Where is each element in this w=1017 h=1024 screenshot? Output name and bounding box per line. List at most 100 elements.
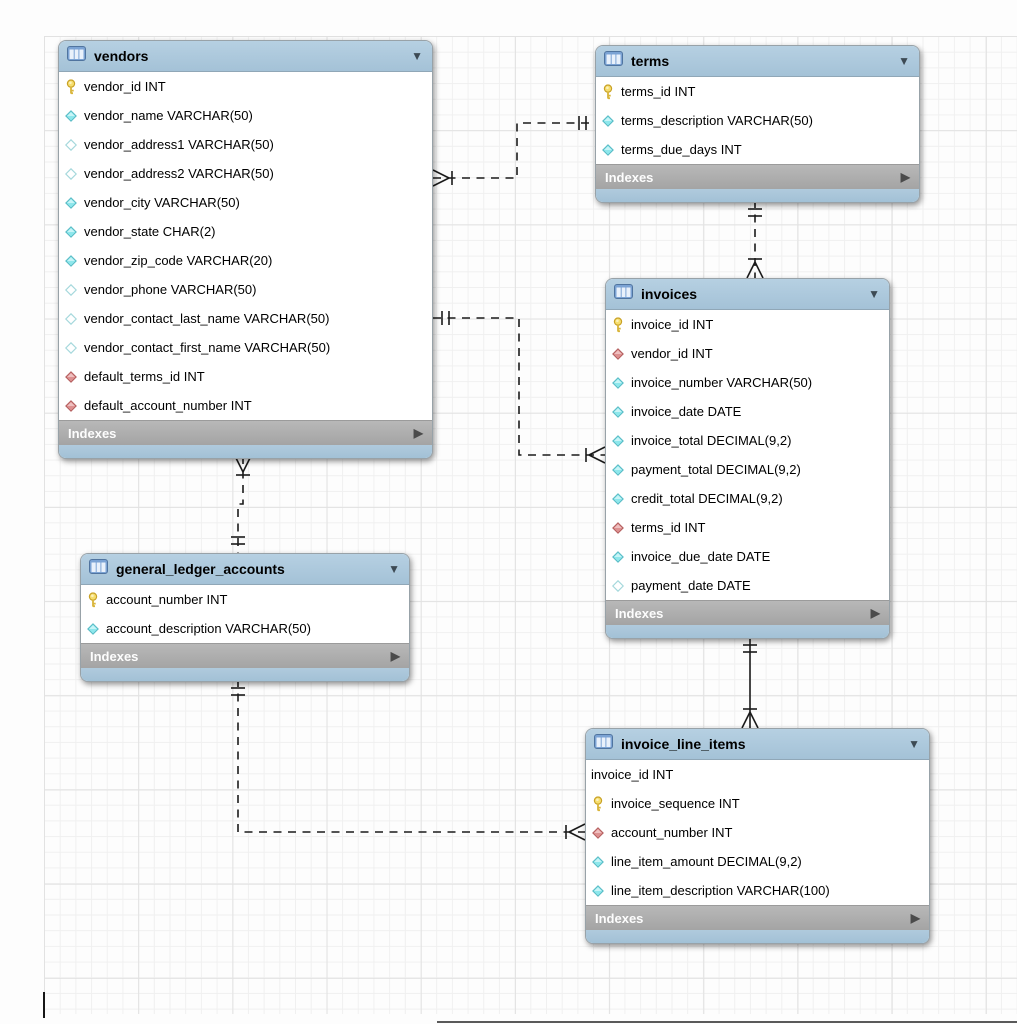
- table-general_ledger_accounts[interactable]: general_ledger_accounts ▼ account_number I…: [80, 553, 410, 682]
- expand-arrow-icon[interactable]: ▶: [910, 911, 920, 925]
- column-row[interactable]: line_item_amount DECIMAL(9,2): [586, 847, 929, 876]
- column-definition: vendor_address2 VARCHAR(50): [84, 166, 274, 181]
- column-row[interactable]: default_account_number INT: [59, 391, 432, 420]
- table-header[interactable]: invoices▼: [606, 279, 889, 310]
- column-row[interactable]: vendor_phone VARCHAR(50): [59, 275, 432, 304]
- collapse-arrow-icon[interactable]: ▼: [411, 49, 423, 63]
- column-row[interactable]: vendor_contact_last_name VARCHAR(50): [59, 304, 432, 333]
- table-header[interactable]: general_ledger_accounts ▼: [81, 554, 409, 585]
- column-row[interactable]: invoice_id INT: [606, 310, 889, 339]
- indexes-section[interactable]: Indexes▶: [81, 643, 409, 668]
- column-definition: vendor_id INT: [631, 346, 713, 361]
- table-icon: [604, 51, 623, 71]
- foreign-key-icon: [611, 520, 625, 536]
- column-row[interactable]: vendor_state CHAR(2): [59, 217, 432, 246]
- foreign-key-icon: [611, 346, 625, 362]
- relationship-line[interactable]: [237, 679, 585, 833]
- diamond-icon: [601, 113, 615, 129]
- diamond-icon: [64, 253, 78, 269]
- table-icon: [614, 284, 633, 304]
- column-row[interactable]: line_item_description VARCHAR(100): [586, 876, 929, 905]
- column-row[interactable]: account_number INT: [81, 585, 409, 614]
- column-row[interactable]: vendor_city VARCHAR(50): [59, 188, 432, 217]
- columns-list: invoice_id INT vendor_id INT invoice_numbe…: [606, 310, 889, 600]
- indexes-label: Indexes: [595, 910, 644, 926]
- table-footer-strip: [586, 930, 929, 943]
- collapse-arrow-icon[interactable]: ▼: [908, 737, 920, 751]
- columns-list: vendor_id INT vendor_name VARCHAR(50) vend…: [59, 72, 432, 420]
- diamond-open-icon: [64, 282, 78, 298]
- column-row[interactable]: terms_due_days INT: [596, 135, 919, 164]
- diamond-open-icon: [611, 578, 625, 594]
- column-row[interactable]: vendor_name VARCHAR(50): [59, 101, 432, 130]
- column-definition: vendor_contact_first_name VARCHAR(50): [84, 340, 331, 355]
- cardinality-marker: [568, 823, 586, 833]
- indexes-section[interactable]: Indexes▶: [596, 164, 919, 189]
- column-definition: terms_id INT: [621, 84, 696, 99]
- expand-arrow-icon[interactable]: ▶: [390, 649, 400, 663]
- expand-arrow-icon[interactable]: ▶: [413, 426, 423, 440]
- column-row[interactable]: invoice_due_date DATE: [606, 542, 889, 571]
- column-row[interactable]: payment_total DECIMAL(9,2): [606, 455, 889, 484]
- column-definition: line_item_description VARCHAR(100): [611, 883, 830, 898]
- diamond-open-icon: [64, 166, 78, 182]
- column-row[interactable]: vendor_id INT: [606, 339, 889, 368]
- diamond-icon: [601, 142, 615, 158]
- column-row[interactable]: invoice_sequence INT: [586, 789, 929, 818]
- columns-list: account_number INT account_description VA…: [81, 585, 409, 643]
- diamond-icon: [611, 491, 625, 507]
- column-row[interactable]: vendor_address2 VARCHAR(50): [59, 159, 432, 188]
- table-title: general_ledger_accounts: [116, 561, 285, 577]
- expand-arrow-icon[interactable]: ▶: [900, 170, 910, 184]
- indexes-label: Indexes: [615, 605, 664, 621]
- table-terms[interactable]: terms▼ terms_id INT terms_description VARC…: [595, 45, 920, 203]
- table-header[interactable]: terms▼: [596, 46, 919, 77]
- table-footer-strip: [606, 625, 889, 638]
- column-row[interactable]: default_terms_id INT: [59, 362, 432, 391]
- column-definition: terms_id INT: [631, 520, 706, 535]
- relationship-line[interactable]: [433, 122, 595, 179]
- column-row[interactable]: invoice_number VARCHAR(50): [606, 368, 889, 397]
- indexes-section[interactable]: Indexes ▶: [606, 600, 889, 625]
- column-row[interactable]: invoice_id INT: [586, 760, 929, 789]
- relationship-line[interactable]: [237, 456, 244, 553]
- key-icon: [591, 795, 605, 812]
- column-row[interactable]: credit_total DECIMAL(9,2): [606, 484, 889, 513]
- column-row[interactable]: invoice_date DATE: [606, 397, 889, 426]
- expand-arrow-icon[interactable]: ▶: [870, 606, 880, 620]
- column-definition: account_description VARCHAR(50): [106, 621, 311, 636]
- cardinality-marker: [588, 446, 606, 456]
- column-row[interactable]: terms_description VARCHAR(50): [596, 106, 919, 135]
- column-definition: terms_due_days INT: [621, 142, 742, 157]
- cardinality-marker: [754, 261, 764, 279]
- table-vendors[interactable]: vendors▼vendor_id INT vendor_name VARCHAR…: [58, 40, 433, 459]
- column-row[interactable]: vendor_address1 VARCHAR(50): [59, 130, 432, 159]
- table-header[interactable]: invoice_line_items▼: [586, 729, 929, 760]
- column-definition: payment_date DATE: [631, 578, 751, 593]
- column-definition: vendor_name VARCHAR(50): [84, 108, 253, 123]
- column-row[interactable]: account_description VARCHAR(50): [81, 614, 409, 643]
- column-row[interactable]: terms_id INT: [606, 513, 889, 542]
- collapse-arrow-icon[interactable]: ▼: [388, 562, 400, 576]
- column-definition: terms_description VARCHAR(50): [621, 113, 813, 128]
- table-header[interactable]: vendors▼: [59, 41, 432, 72]
- indexes-section[interactable]: Indexes ▶: [586, 905, 929, 930]
- indexes-section[interactable]: Indexes▶: [59, 420, 432, 445]
- column-definition: invoice_number VARCHAR(50): [631, 375, 813, 390]
- column-definition: vendor_address1 VARCHAR(50): [84, 137, 274, 152]
- column-definition: invoice_total DECIMAL(9,2): [631, 433, 792, 448]
- diamond-open-icon: [64, 340, 78, 356]
- collapse-arrow-icon[interactable]: ▼: [868, 287, 880, 301]
- column-row[interactable]: vendor_id INT: [59, 72, 432, 101]
- column-row[interactable]: payment_date DATE: [606, 571, 889, 600]
- column-row[interactable]: terms_id INT: [596, 77, 919, 106]
- column-row[interactable]: vendor_zip_code VARCHAR(20): [59, 246, 432, 275]
- relationship-line[interactable]: [433, 317, 605, 456]
- column-row[interactable]: account_number INT: [586, 818, 929, 847]
- column-row[interactable]: invoice_total DECIMAL(9,2): [606, 426, 889, 455]
- collapse-arrow-icon[interactable]: ▼: [898, 54, 910, 68]
- column-row[interactable]: vendor_contact_first_name VARCHAR(50): [59, 333, 432, 362]
